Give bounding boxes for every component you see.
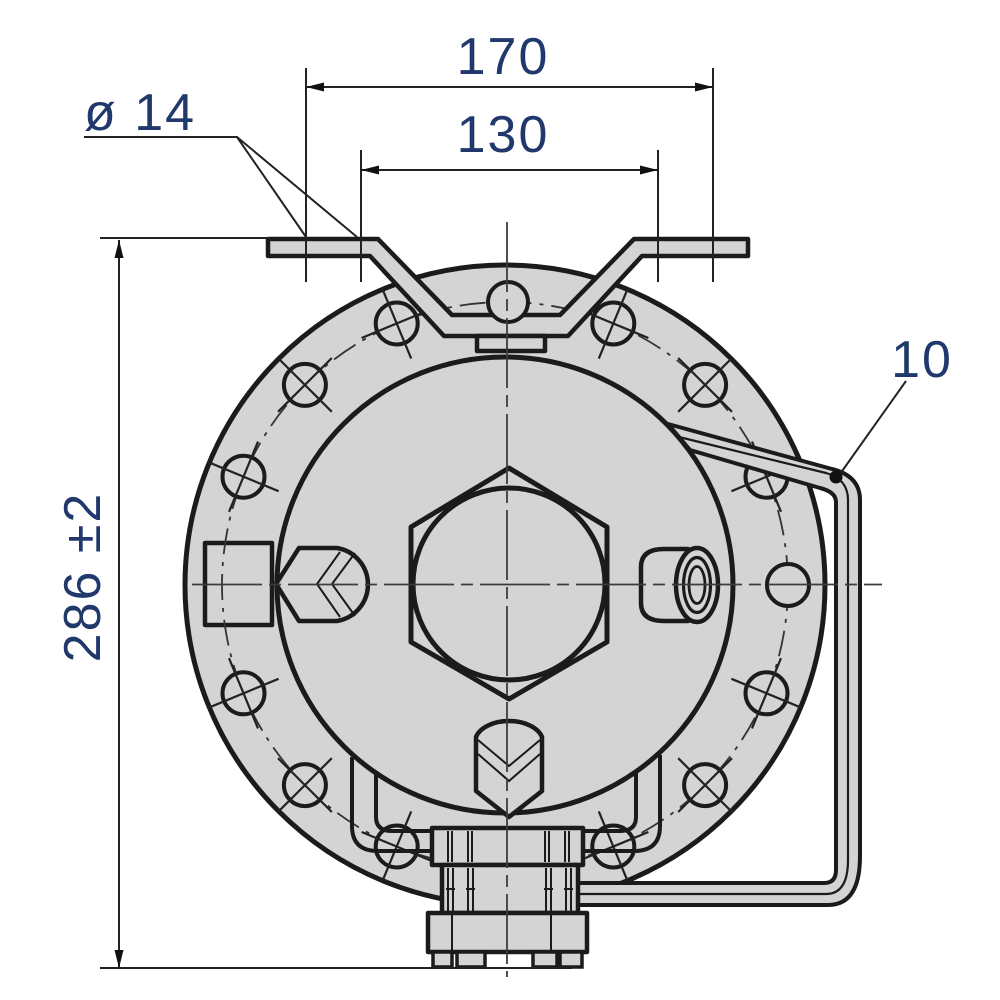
- dim-286-label: 286 ±2: [54, 492, 112, 663]
- dim-arrow: [306, 82, 324, 92]
- bolt-hole-marks: [207, 287, 803, 883]
- hex-nut: [408, 465, 610, 702]
- mounting-bracket: [265, 236, 751, 354]
- dia-14-label: ø 14: [84, 84, 196, 142]
- leader-dot: [829, 470, 843, 484]
- valve-block-bottom-lines: [451, 915, 552, 950]
- u-clamp-right: [575, 755, 662, 853]
- dim-arrow: [361, 165, 379, 175]
- extension-line: [305, 68, 714, 282]
- part-10-label: 10: [891, 331, 953, 389]
- part-10-leader: [839, 380, 907, 475]
- valve-block-mid-ribs: [446, 868, 573, 911]
- dim-170-label: 170: [457, 28, 550, 86]
- dim-arrow: [640, 165, 658, 175]
- extension-line: [360, 150, 659, 282]
- dim-130: 130: [360, 106, 659, 282]
- top-bolt: [486, 280, 530, 324]
- dim-130-label: 130: [457, 106, 550, 164]
- valve-block-mid: [439, 862, 581, 916]
- bracket-spacer: [474, 333, 548, 354]
- dimensions: 170 130 ø 14 286 ±2 10: [54, 28, 953, 969]
- bottom-plug: [473, 718, 545, 820]
- dim-arrow: [695, 82, 713, 92]
- dim-dia14: ø 14: [84, 84, 358, 238]
- plug-chevron: [477, 753, 541, 783]
- centerlines: [192, 222, 882, 977]
- valve-foot: [455, 950, 487, 969]
- dia-14-leader: [84, 136, 358, 238]
- u-clamp-left: [350, 757, 445, 853]
- dim-arrow: [114, 950, 124, 968]
- label-10: 10: [829, 331, 953, 484]
- dim-170: 170: [305, 28, 714, 282]
- valve-block-top-ribs: [447, 831, 570, 862]
- bracket-strap: [265, 236, 751, 339]
- valve-foot: [531, 950, 559, 969]
- dim-arrow: [114, 240, 124, 258]
- valve-foot: [431, 950, 454, 969]
- valve-foot: [558, 950, 584, 969]
- dim-286: 286 ±2: [54, 237, 572, 969]
- plug-chevron: [477, 739, 541, 768]
- extension-line: [100, 237, 572, 969]
